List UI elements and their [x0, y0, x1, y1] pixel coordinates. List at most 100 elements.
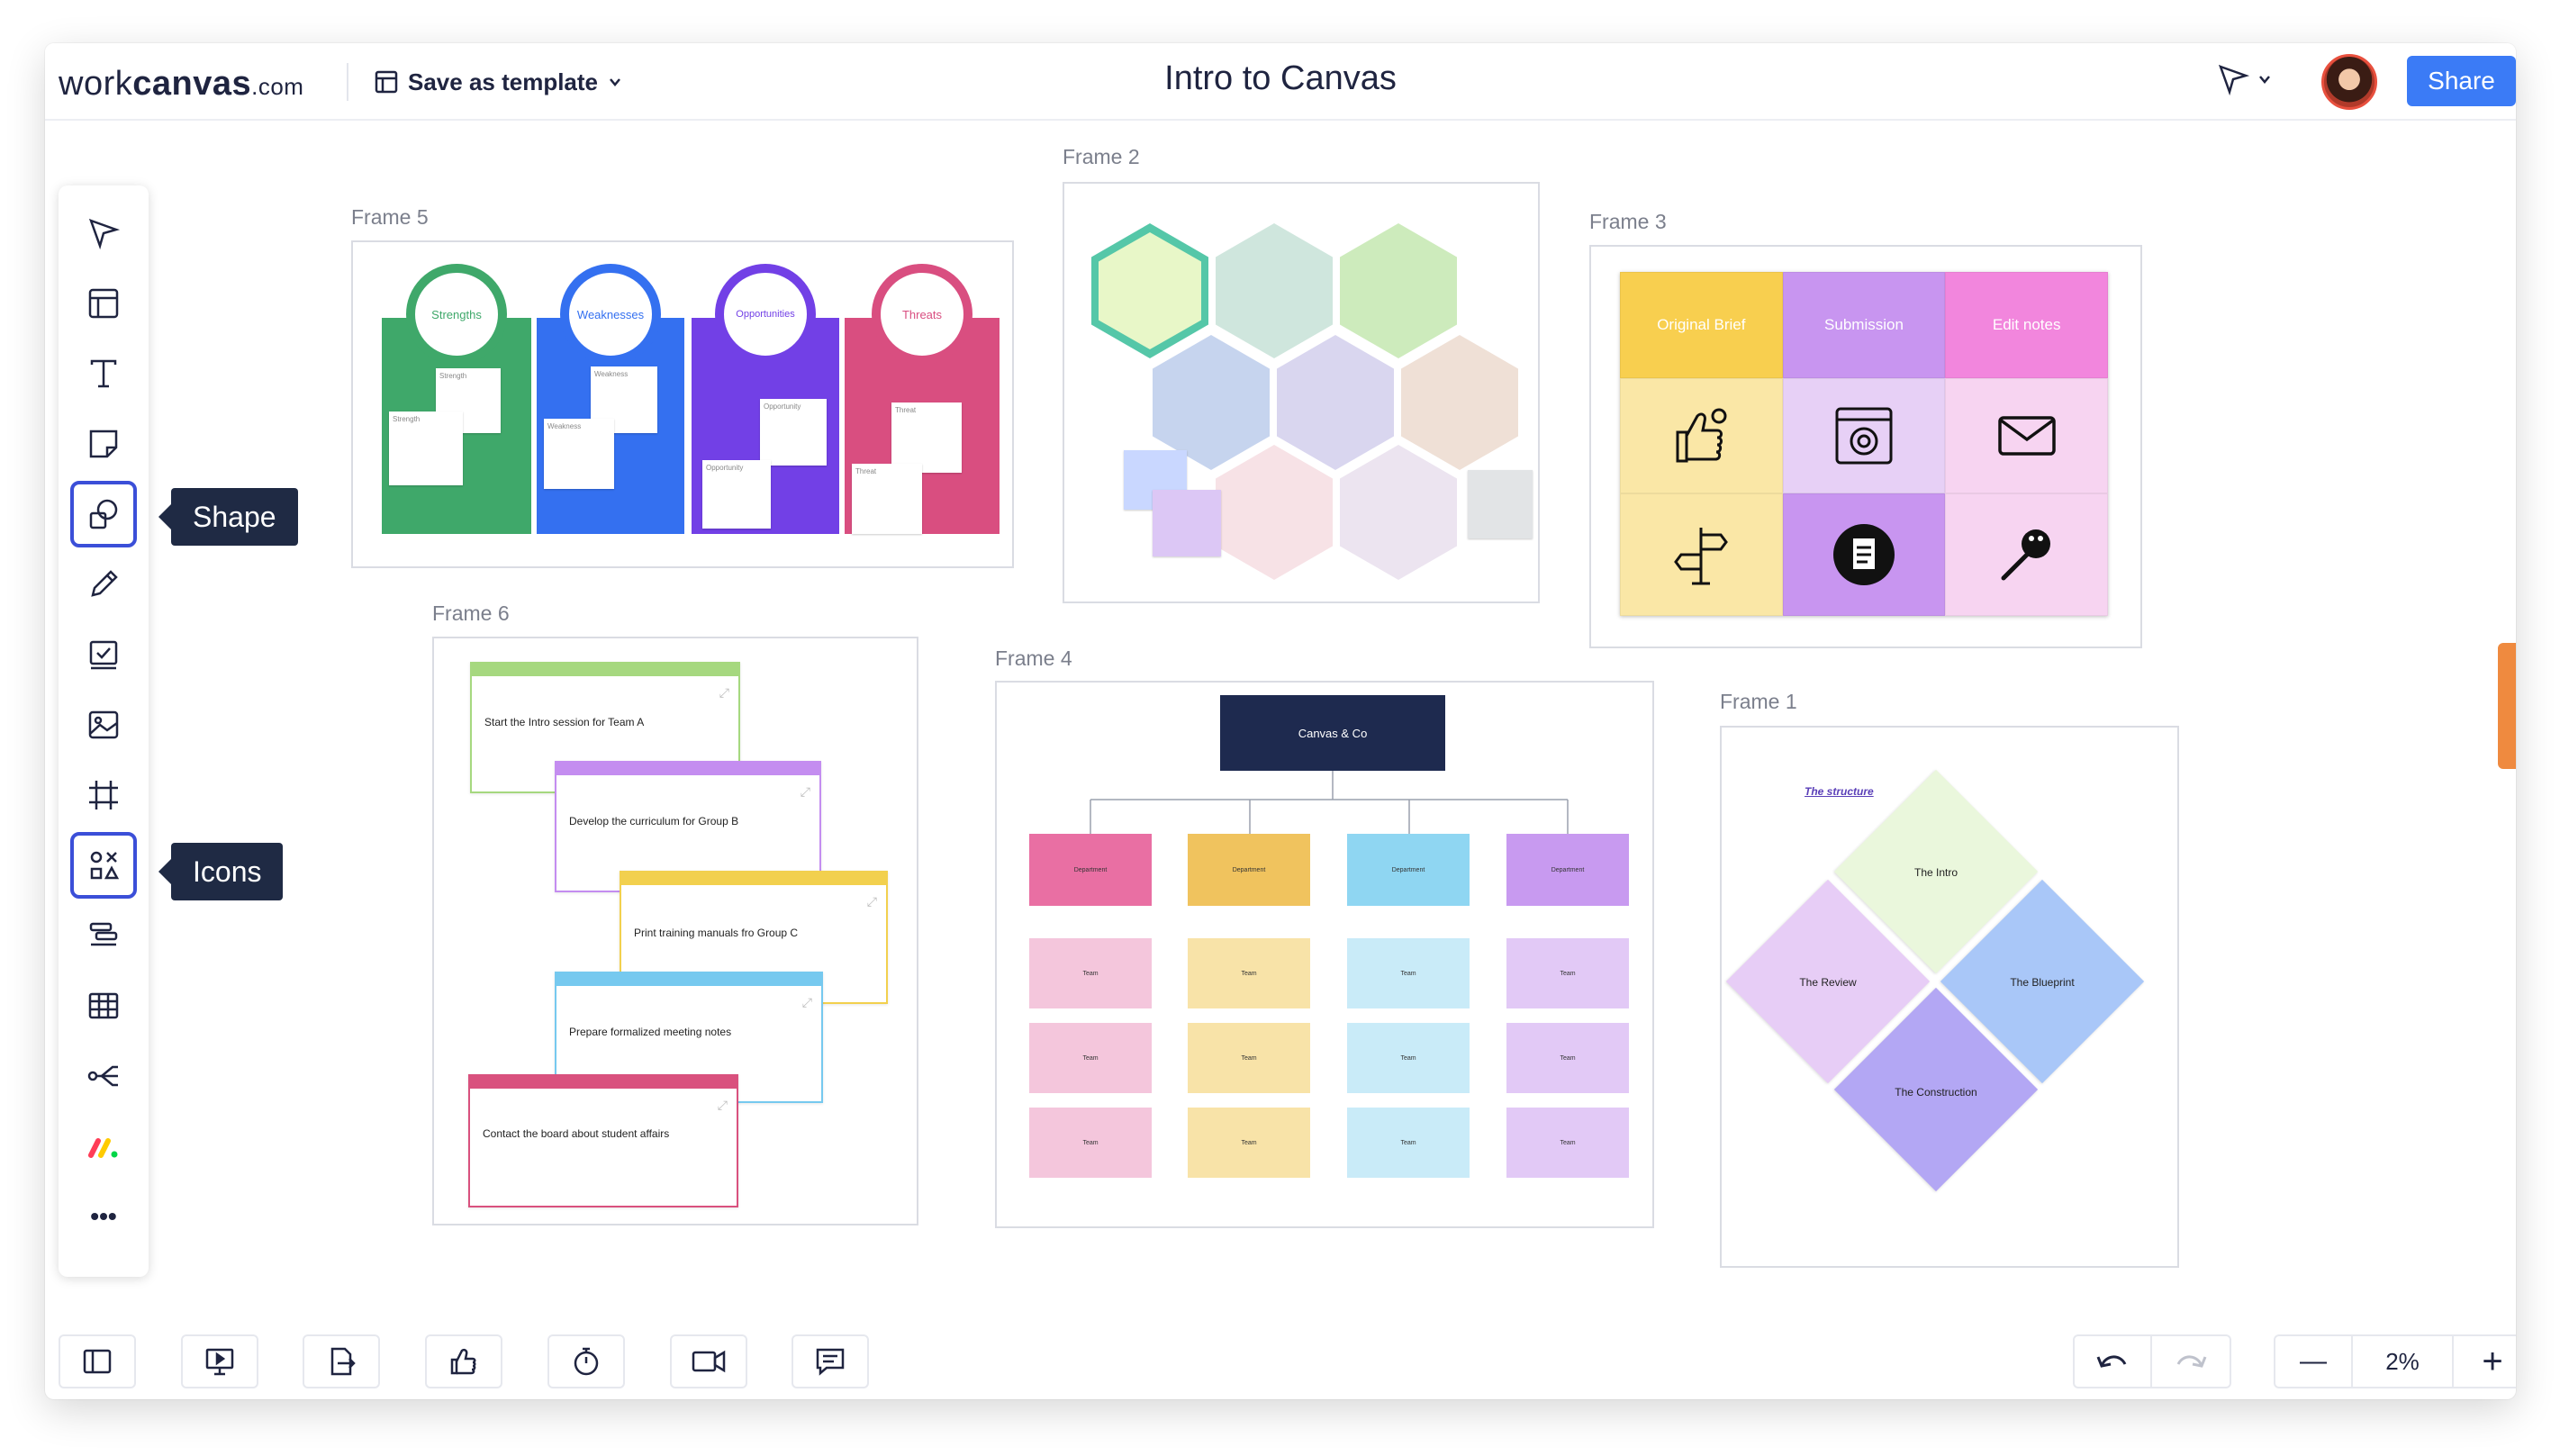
swot-weaknesses[interactable]: Weaknesses Weakness Weakness — [537, 264, 684, 534]
team-box[interactable]: Team — [1029, 1108, 1152, 1178]
chevron-down-icon — [607, 74, 623, 90]
department-box[interactable]: Department — [1188, 834, 1310, 906]
frame-5-label[interactable]: Frame 5 — [351, 205, 429, 229]
toggle-sidebar-button[interactable] — [59, 1334, 136, 1388]
frame-2[interactable] — [1063, 182, 1540, 603]
frame-6-label[interactable]: Frame 6 — [432, 601, 510, 625]
expand-icon[interactable]: ⤢ — [866, 894, 877, 909]
frame-5[interactable]: Strengths Strength Strength Weaknesses W… — [351, 240, 1014, 568]
grid-cell[interactable] — [1782, 493, 1946, 616]
reactions-button[interactable] — [425, 1334, 502, 1388]
sticky-note[interactable] — [1153, 490, 1221, 556]
checklist-tool[interactable] — [72, 623, 135, 686]
grid-header[interactable]: Submission — [1782, 272, 1946, 378]
share-button[interactable]: Share — [2407, 56, 2516, 106]
user-avatar[interactable] — [2321, 54, 2377, 110]
redo-button[interactable] — [2152, 1336, 2230, 1387]
brief-grid[interactable]: Original Brief Submission Edit notes — [1620, 272, 2108, 616]
table-tool[interactable] — [72, 974, 135, 1037]
logo[interactable]: workcanvas.com — [59, 65, 304, 103]
team-box[interactable]: Team — [1506, 938, 1629, 1008]
team-box[interactable]: Team — [1347, 1023, 1470, 1093]
more-tools-button[interactable]: ••• — [90, 1202, 117, 1230]
grid-header[interactable]: Original Brief — [1620, 272, 1783, 378]
grid-cell[interactable] — [1620, 493, 1783, 616]
frame-2-label[interactable]: Frame 2 — [1063, 145, 1140, 168]
mind-map-tool[interactable] — [72, 1045, 135, 1108]
grid-cell[interactable] — [1945, 378, 2108, 493]
org-chart-root[interactable]: Canvas & Co — [1220, 695, 1445, 771]
team-box[interactable]: Team — [1347, 1108, 1470, 1178]
sticky-note[interactable]: Opportunity — [760, 399, 827, 466]
shape-tool[interactable] — [70, 481, 137, 547]
sticky-note[interactable] — [1468, 470, 1533, 538]
sticky-note[interactable]: Strength — [389, 411, 463, 485]
team-box[interactable]: Team — [1188, 938, 1310, 1008]
frame-6[interactable]: ⤢Start the Intro session for Team A ⤢Dev… — [432, 637, 918, 1225]
swot-opportunities[interactable]: Opportunities Opportunity Opportunity — [692, 264, 839, 534]
frame-3[interactable]: Original Brief Submission Edit notes — [1589, 245, 2142, 648]
pen-tool[interactable] — [72, 553, 135, 616]
undo-button[interactable] — [2075, 1336, 2152, 1387]
grid-cell[interactable] — [1782, 378, 1946, 493]
sticky-note[interactable]: Weakness — [544, 419, 614, 489]
frame-tool[interactable] — [72, 764, 135, 827]
task-card[interactable]: ⤢Contact the board about student affairs — [468, 1074, 738, 1207]
frame-4[interactable]: Canvas & Co Department Department Depart… — [995, 681, 1654, 1228]
redo-icon — [2173, 1348, 2209, 1375]
save-as-template-button[interactable]: Save as template — [374, 63, 623, 101]
side-panel-tab[interactable] — [2498, 643, 2516, 769]
grid-cell[interactable] — [1620, 378, 1783, 493]
department-box[interactable]: Department — [1029, 834, 1152, 906]
monday-integration-tool[interactable] — [72, 1115, 135, 1178]
sticky-note[interactable]: Threat — [852, 464, 922, 534]
timer-button[interactable] — [547, 1334, 625, 1388]
sticky-note-tool[interactable] — [72, 412, 135, 475]
team-box[interactable]: Team — [1029, 1023, 1152, 1093]
mind-map-icon — [86, 1058, 122, 1094]
sticky-note[interactable]: Threat — [891, 402, 962, 473]
frame-4-label[interactable]: Frame 4 — [995, 647, 1072, 670]
zoom-out-button[interactable]: — — [2275, 1336, 2353, 1387]
team-box[interactable]: Team — [1506, 1023, 1629, 1093]
team-box[interactable]: Team — [1506, 1108, 1629, 1178]
select-tool[interactable] — [72, 202, 135, 265]
video-call-button[interactable] — [670, 1334, 747, 1388]
cursor-mode-menu[interactable] — [2215, 61, 2273, 97]
timeline-tool[interactable] — [72, 904, 135, 967]
frame-1[interactable]: The structure The Intro The Review The B… — [1720, 726, 2179, 1268]
export-button[interactable] — [303, 1334, 380, 1388]
team-box[interactable]: Team — [1188, 1023, 1310, 1093]
expand-icon[interactable]: ⤢ — [800, 784, 810, 799]
swot-strengths[interactable]: Strengths Strength Strength — [382, 264, 531, 534]
expand-icon[interactable]: ⤢ — [717, 1098, 728, 1112]
image-tool[interactable] — [72, 693, 135, 756]
structure-heading[interactable]: The structure — [1805, 785, 1874, 798]
sticky-note[interactable]: Opportunity — [702, 460, 771, 529]
cursor-icon — [86, 215, 122, 251]
zoom-level[interactable]: 2% — [2353, 1336, 2454, 1387]
zoom-in-button[interactable]: + — [2482, 1341, 2503, 1381]
expand-icon[interactable]: ⤢ — [719, 685, 729, 700]
expand-icon[interactable]: ⤢ — [801, 995, 812, 1009]
grid-cell[interactable] — [1945, 493, 2108, 616]
template-tool[interactable] — [72, 272, 135, 335]
task-card[interactable]: ⤢Develop the curriculum for Group B — [555, 761, 821, 892]
department-box[interactable]: Department — [1506, 834, 1629, 906]
diamond-label: The Review — [1799, 976, 1857, 989]
team-box[interactable]: Team — [1029, 938, 1152, 1008]
hex-cell — [1216, 223, 1333, 358]
icons-tool[interactable] — [70, 832, 137, 899]
text-tool[interactable] — [72, 342, 135, 405]
team-box[interactable]: Team — [1347, 938, 1470, 1008]
team-box[interactable]: Team — [1188, 1108, 1310, 1178]
cursor-icon — [2215, 61, 2251, 97]
swot-threats[interactable]: Threats Threat Threat — [845, 264, 1000, 534]
frame-1-label[interactable]: Frame 1 — [1720, 690, 1797, 713]
presentation-button[interactable] — [181, 1334, 258, 1388]
grid-header[interactable]: Edit notes — [1945, 272, 2108, 378]
frame-3-label[interactable]: Frame 3 — [1589, 210, 1667, 233]
comments-button[interactable] — [792, 1334, 869, 1388]
page-title[interactable]: Intro to Canvas — [1164, 59, 1397, 97]
department-box[interactable]: Department — [1347, 834, 1470, 906]
